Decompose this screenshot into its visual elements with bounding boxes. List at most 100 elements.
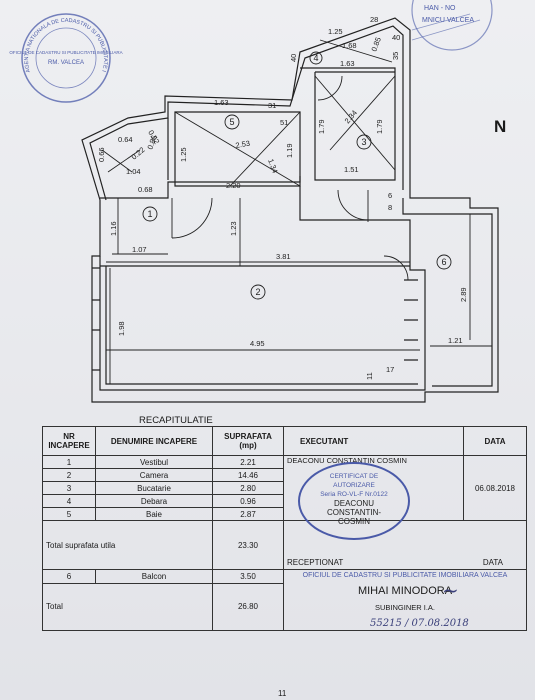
dim-220: 2.20 [226, 181, 241, 190]
col-area-header: SUPRAFATA (mp) [212, 426, 284, 456]
cert-line: CONSTANTIN- [326, 508, 382, 517]
dim-253: 2.53 [235, 139, 251, 150]
room-3-label: 3 [361, 137, 366, 147]
col-date-header: DATA [463, 426, 527, 456]
room-2-label: 2 [255, 287, 260, 297]
dim-119: 1.19 [285, 143, 294, 158]
cert-line: DEACONU [333, 499, 374, 508]
dim-017: 17 [386, 365, 394, 374]
executant-name: DEACONU CONSTANTIN COSMIN [287, 456, 407, 465]
dim-289: 2.89 [459, 287, 468, 302]
floor-plan: 1 2 3 4 5 6 0.64 0.52 0.66 0.22 0.85 1.0… [0, 0, 499, 403]
recap-table: NR INCAPERE DENUMIRE INCAPERE SUPRAFATA … [42, 426, 527, 632]
svg-text:MNICU VALCEA: MNICU VALCEA [422, 17, 474, 24]
north-indicator: N [494, 117, 507, 136]
row-nr: 4 [42, 494, 96, 508]
total-label: Total [42, 582, 213, 632]
svg-text:HAN - NO: HAN - NO [424, 5, 456, 12]
total-value: 26.80 [212, 582, 284, 632]
dim-028: 28 [370, 15, 378, 24]
dim-064: 0.64 [118, 135, 133, 144]
dim-179a: 1.79 [317, 119, 326, 134]
dim-179b: 1.79 [375, 119, 384, 134]
row-name: Balcon [95, 569, 213, 584]
dim-031: 31 [268, 101, 276, 110]
table-row: 1 Vestibul 2.21 DEACONU CONSTANTIN COSMI… [42, 455, 527, 540]
signature-mark: ~ [442, 578, 459, 602]
stamp-inner-text: OFICIUL DE CADASTRU SI PUBLICITATE IMOBI… [9, 50, 122, 55]
row-area: 0.96 [212, 494, 284, 508]
table-row: Total suprafata utila 23.30 RECEPTIONAT … [42, 520, 527, 570]
dim-134: 1.34 [266, 158, 279, 175]
dim-121: 1.21 [448, 336, 463, 345]
table-row: 4 Debara 0.96 [42, 494, 527, 508]
dim-123: 1.23 [229, 221, 238, 236]
row-area: 2.87 [212, 507, 284, 521]
dim-198: 1.98 [117, 321, 126, 336]
dim-495: 4.95 [250, 339, 265, 348]
row-nr: 2 [42, 468, 96, 482]
dim-125a: 1.25 [179, 147, 188, 162]
dim-163a: 1.63 [214, 98, 229, 107]
dim-035: 35 [391, 52, 400, 60]
dim-085b: 0.85 [369, 36, 382, 53]
dim-040: 40 [289, 54, 298, 62]
dim-022: 0.22 [130, 145, 147, 161]
dim-066: 0.66 [97, 147, 106, 162]
office-stamp-text: OFICIUL DE CADASTRU SI PUBLICITATE IMOBI… [302, 572, 508, 579]
cert-line: COSMIN [338, 517, 370, 526]
dim-381: 3.81 [276, 252, 291, 261]
dim-006: 6 [388, 191, 392, 200]
row-nr: 1 [42, 455, 96, 469]
executant-cell: DEACONU CONSTANTIN COSMIN CERTIFICAT DE … [283, 455, 464, 540]
row-name: Camera [95, 468, 213, 482]
dim-107: 1.07 [132, 245, 147, 254]
row-nr: 3 [42, 481, 96, 495]
partial-stamp-top-right: HAN - NO MNICU VALCEA [411, 0, 493, 51]
total-util-label: Total suprafata utila [42, 520, 213, 570]
dim-068: 0.68 [138, 185, 153, 194]
col-name-header: DENUMIRE INCAPERE [95, 426, 213, 456]
row-area: 3.50 [212, 569, 284, 584]
cert-line: AUTORIZARE [333, 482, 375, 489]
recap-title: RECAPITULATIE [139, 415, 213, 426]
room-5-label: 5 [229, 117, 234, 127]
table-row: 5 Baie 2.87 [42, 507, 527, 521]
col-nr-header: NR INCAPERE [42, 426, 96, 456]
row-name: Debara [95, 494, 213, 508]
footer-mark: 11 [278, 689, 287, 698]
dim-104: 1.04 [126, 167, 141, 176]
cert-line: CERTIFICAT DE [329, 473, 379, 480]
room-6-label: 6 [441, 257, 446, 267]
dim-163b: 1.63 [340, 59, 355, 68]
recv-date-label: DATA [482, 558, 503, 567]
dim-116: 1.16 [109, 221, 118, 236]
row-area: 14.46 [212, 468, 284, 482]
row-nr: 5 [42, 507, 96, 521]
total-util-value: 23.30 [212, 520, 284, 570]
receptionat-label: RECEPTIONAT [287, 558, 344, 567]
dim-151: 1.51 [344, 165, 359, 174]
reception-cell: OFICIUL DE CADASTRU SI PUBLICITATE IMOBI… [283, 569, 527, 631]
receiver-name: MIHAI MINODORA [357, 585, 453, 597]
room-1-label: 1 [147, 209, 152, 219]
dim-125b: 1.25 [328, 27, 343, 36]
dim-008: 8 [388, 203, 392, 212]
row-name: Vestibul [95, 455, 213, 469]
row-area: 2.80 [212, 481, 284, 495]
row-name: Baie [95, 507, 213, 521]
handwritten-number: 55215 / 07.08.2018 [370, 618, 469, 629]
room-4-label: 4 [313, 53, 318, 63]
table-row: Total 26.80 [42, 582, 527, 632]
exec-date: 06.08.2018 [463, 455, 527, 521]
row-nr: 6 [42, 569, 96, 584]
dim-051: 51 [280, 118, 288, 127]
receiver-title: SUBINGINER I.A. [374, 603, 435, 612]
certificate-stamp: CERTIFICAT DE AUTORIZARE Seria RO-VL-F N… [298, 462, 410, 540]
agency-stamp: AGENTIA NATIONALA DE CADASTRU SI PUBLICI… [0, 0, 123, 103]
col-exec-header: EXECUTANT [283, 426, 464, 456]
table-row: 6 Balcon 3.50 OFICIUL DE CADASTRU SI PUB… [42, 569, 527, 631]
row-name: Bucatarie [95, 481, 213, 495]
dim-011: 11 [365, 372, 374, 380]
